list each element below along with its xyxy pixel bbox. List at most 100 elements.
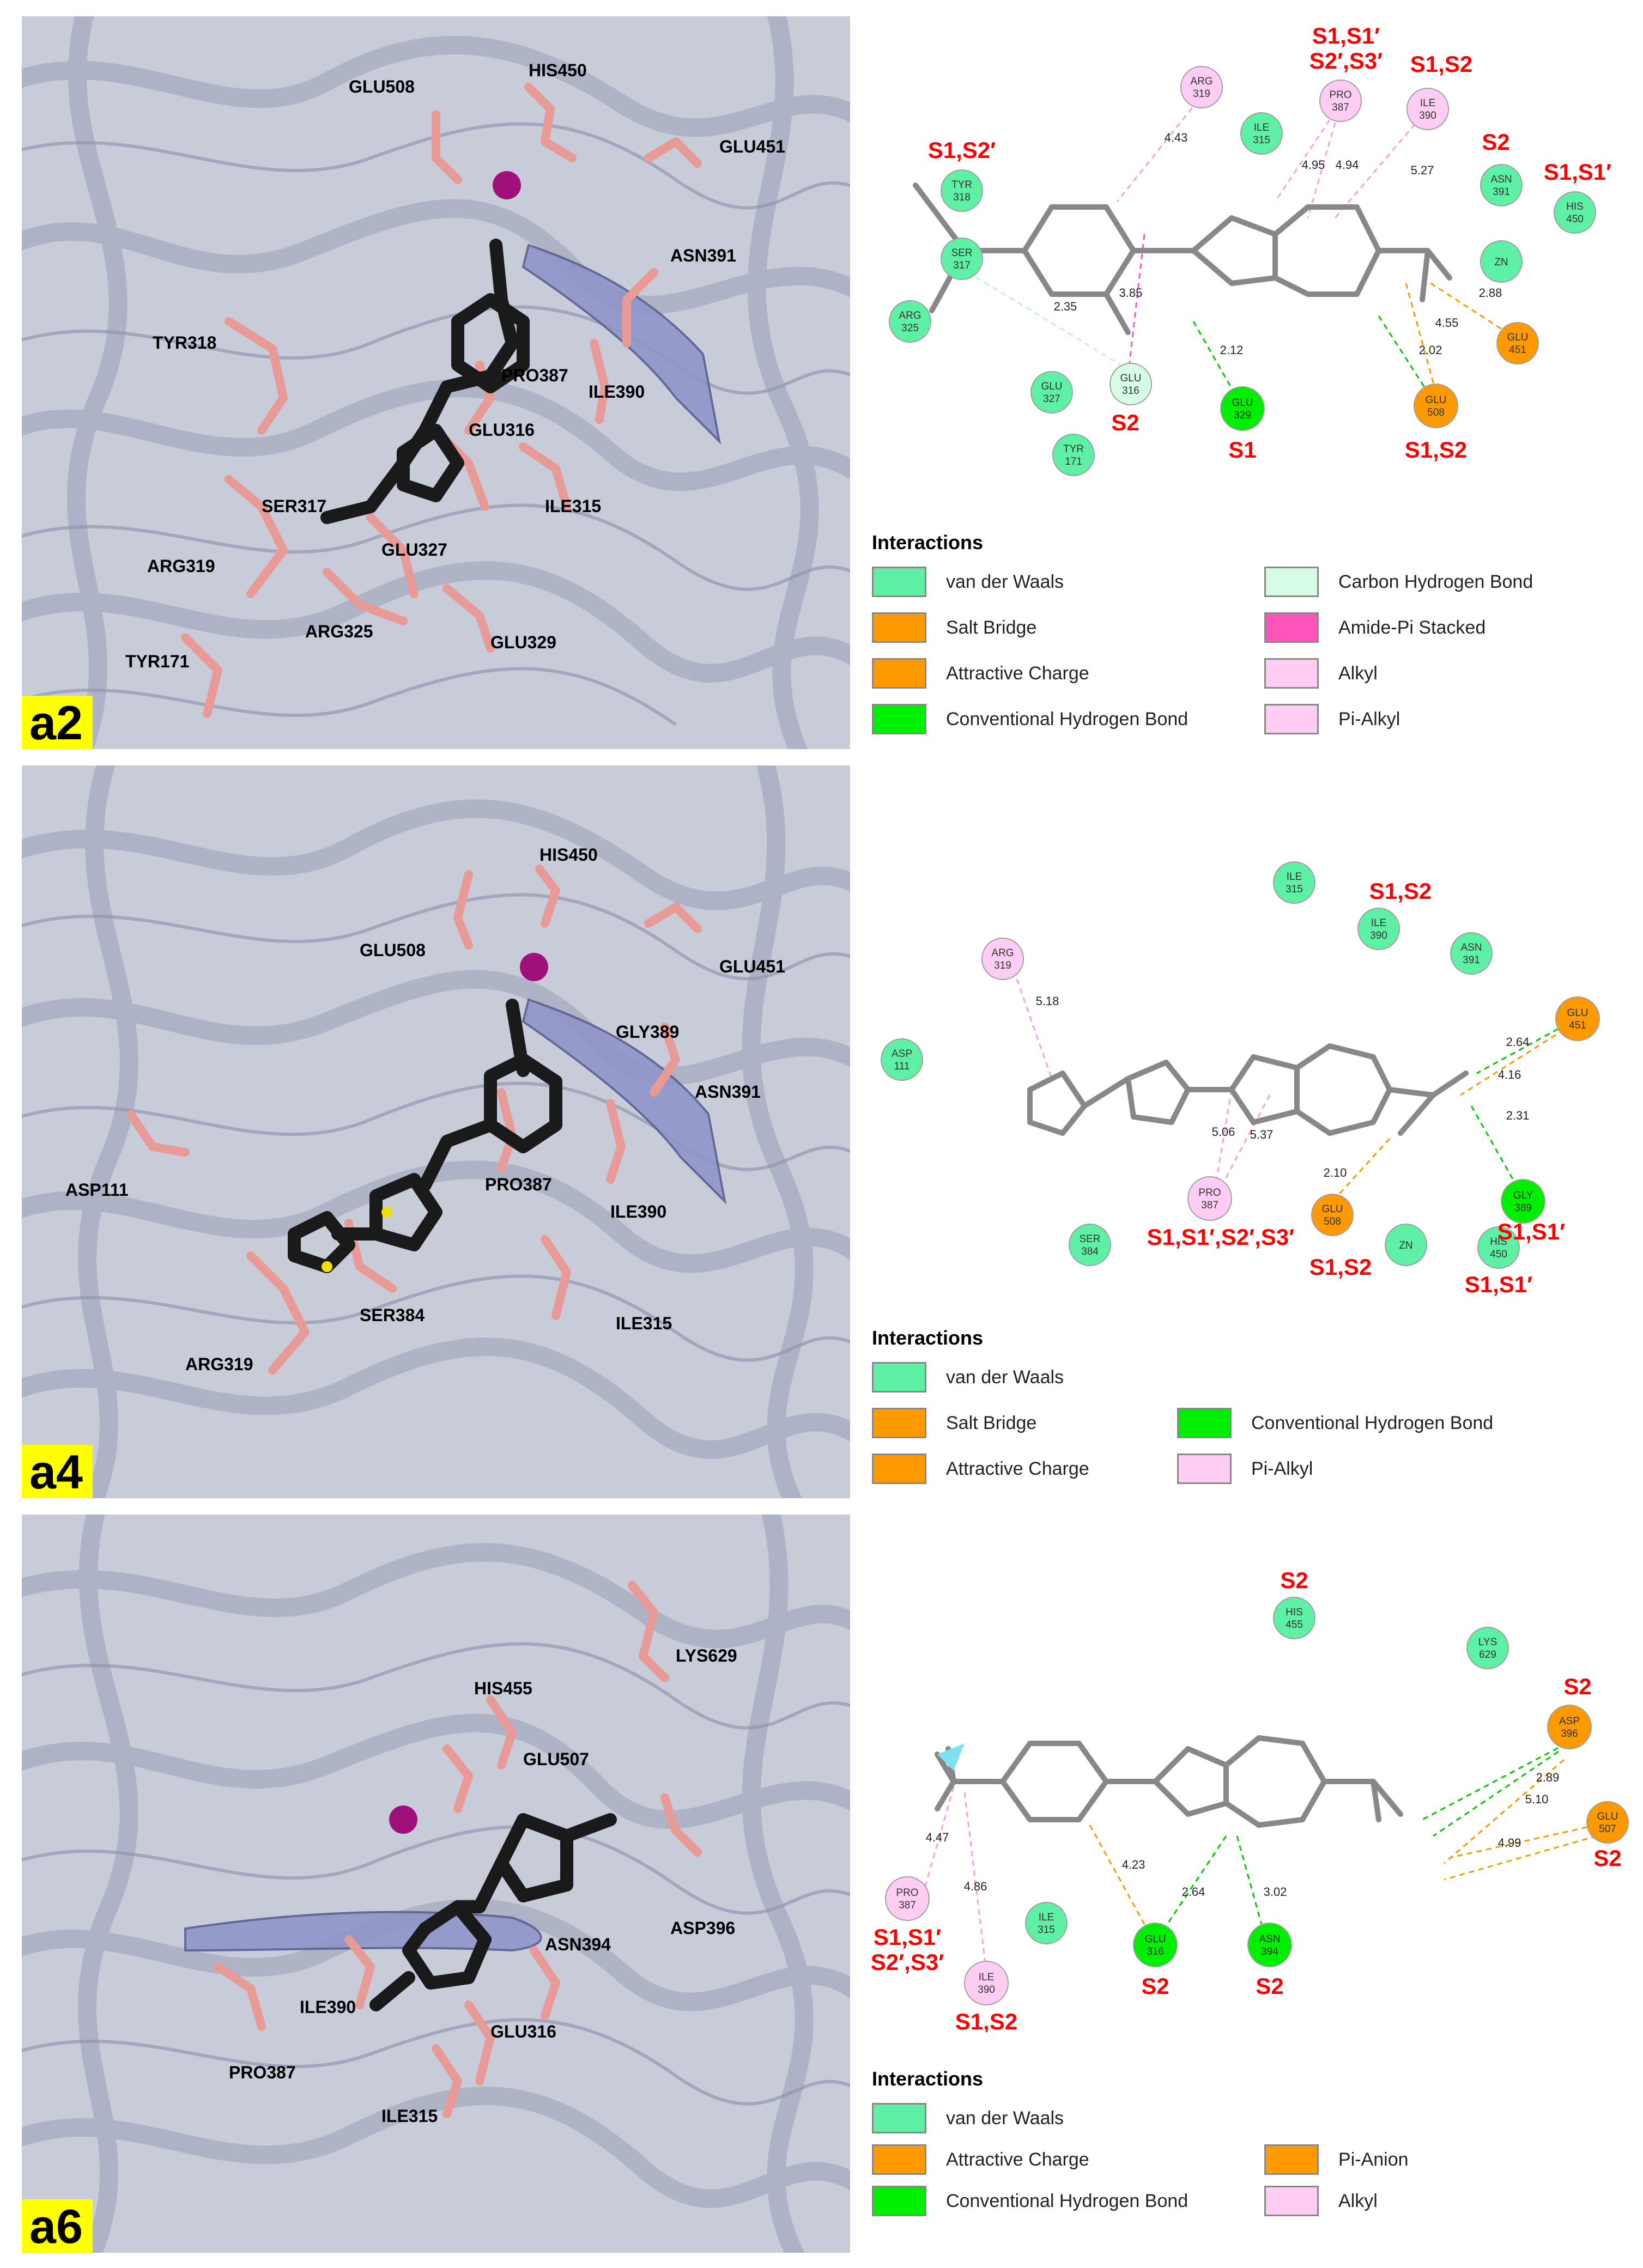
svg-text:455: 455 bbox=[1286, 1619, 1303, 1631]
svg-text:394: 394 bbox=[1261, 1946, 1278, 1957]
residue-label: PRO387 bbox=[485, 1175, 552, 1194]
svg-text:HIS: HIS bbox=[1490, 1236, 1507, 1248]
distance-label: 4.16 bbox=[1498, 1068, 1521, 1081]
legend-item: Alkyl bbox=[1264, 656, 1613, 690]
residue-node: ILE 390 bbox=[964, 1961, 1009, 2005]
metal-ion-sphere bbox=[389, 1805, 417, 1834]
subsite-label: S1,S2 bbox=[1309, 1254, 1372, 1280]
legend-label: Pi-Alkyl bbox=[1338, 708, 1401, 729]
svg-text:PRO: PRO bbox=[1329, 89, 1351, 101]
interaction-line bbox=[1378, 315, 1429, 393]
distance-label: 4.95 bbox=[1302, 158, 1325, 172]
legend-title: Interactions bbox=[872, 1327, 984, 1349]
panel-tag-a6: a6 bbox=[22, 2199, 93, 2253]
subsite-label: S2 bbox=[1141, 1973, 1169, 1999]
residue-label: GLU451 bbox=[719, 957, 785, 976]
legend-label: van der Waals bbox=[946, 571, 1064, 592]
residue-label: GLU329 bbox=[490, 633, 556, 652]
residue-node: ARG 325 bbox=[889, 300, 931, 343]
svg-text:ILE: ILE bbox=[1254, 122, 1270, 133]
distance-label: 2.89 bbox=[1536, 1771, 1560, 1784]
residue-node: ILE 390 bbox=[1357, 908, 1400, 950]
legend-swatch bbox=[872, 612, 926, 643]
ligand-a2 bbox=[320, 239, 530, 524]
legend-swatch bbox=[872, 2103, 926, 2133]
residue-label: GLY389 bbox=[616, 1022, 679, 1042]
svg-text:ILE: ILE bbox=[1420, 98, 1436, 109]
svg-text:PRO: PRO bbox=[1198, 1187, 1221, 1199]
legend-item: Pi-Alkyl bbox=[1177, 1452, 1526, 1486]
legend-spacer bbox=[1177, 1360, 1526, 1394]
legend-swatch bbox=[872, 1408, 926, 1438]
residue-node: ZN bbox=[1480, 240, 1523, 283]
legend-item: Conventional Hydrogen Bond bbox=[1177, 1406, 1526, 1440]
svg-text:629: 629 bbox=[1479, 1649, 1496, 1661]
residue-node: HIS 450 bbox=[1554, 191, 1596, 234]
residue-node: GLU 508 bbox=[1311, 1194, 1354, 1236]
distance-label: 2.64 bbox=[1182, 1885, 1205, 1899]
residue-label: ILE315 bbox=[381, 2106, 438, 2126]
legend-label: Salt Bridge bbox=[946, 617, 1037, 638]
residue-node: TYR 171 bbox=[1052, 434, 1095, 476]
residue-node: HIS 455 bbox=[1273, 1597, 1315, 1639]
residue-node: HIS 450 bbox=[1477, 1226, 1520, 1269]
residue-label: TYR318 bbox=[153, 333, 216, 352]
legend-swatch bbox=[1177, 1408, 1232, 1438]
residue-labels-a6: LYS629 HIS455 GLU507 ASN394 ASP396 ILE39… bbox=[229, 1646, 737, 2126]
distance-label: 4.99 bbox=[1498, 1836, 1521, 1850]
svg-text:316: 316 bbox=[1122, 385, 1139, 397]
subsite-label: S2 bbox=[1280, 1567, 1308, 1593]
residue-label: GLU327 bbox=[381, 540, 447, 560]
legend-swatch bbox=[1264, 2144, 1319, 2175]
svg-text:329: 329 bbox=[1234, 410, 1251, 421]
legend-item: van der Waals bbox=[872, 565, 1264, 599]
legend-label: Salt Bridge bbox=[946, 1412, 1037, 1433]
residue-label: ARG325 bbox=[305, 622, 373, 641]
interaction-line bbox=[1444, 1759, 1565, 1864]
residue-labels-a4: HIS450 GLU508 GLU451 GLY389 ASN391 PRO38… bbox=[65, 845, 785, 1374]
legend-a6: Interactions van der Waals Attractive Ch… bbox=[872, 2068, 1569, 2218]
residue-label: TYR171 bbox=[125, 652, 189, 671]
svg-text:GLU: GLU bbox=[1425, 394, 1446, 406]
interaction-diagram-a2: 4.43 4.95 4.94 5.27 2.35 3.85 2.12 2.88 … bbox=[856, 22, 1629, 490]
legend-swatch bbox=[1264, 612, 1319, 643]
residue-node: ASP 396 bbox=[1547, 1705, 1592, 1749]
legend-item: Pi-Alkyl bbox=[1264, 702, 1613, 736]
residue-node: ILE 390 bbox=[1406, 88, 1449, 130]
interaction-line bbox=[1476, 1023, 1567, 1074]
ligand-a6 bbox=[369, 1813, 617, 2011]
residue-node: SER 317 bbox=[941, 238, 983, 280]
residue-label: PRO387 bbox=[229, 2063, 296, 2082]
svg-text:390: 390 bbox=[1370, 930, 1387, 941]
interaction-line bbox=[920, 1786, 955, 1902]
distance-label: 4.47 bbox=[926, 1831, 949, 1844]
residue-label: ILE315 bbox=[545, 496, 601, 516]
interaction-line bbox=[1422, 277, 1507, 333]
protein-render-a6: LYS629 HIS455 GLU507 ASN394 ASP396 ILE39… bbox=[22, 1515, 850, 2253]
residue-node: ARG 319 bbox=[981, 938, 1024, 980]
residue-node: GLU 451 bbox=[1496, 322, 1539, 364]
svg-text:GLU: GLU bbox=[1120, 373, 1141, 384]
svg-text:GLY: GLY bbox=[1513, 1190, 1533, 1201]
legend-item: Salt Bridge bbox=[872, 611, 1264, 644]
svg-text:318: 318 bbox=[953, 192, 971, 203]
interaction-line bbox=[1127, 234, 1145, 376]
legend-swatch bbox=[1264, 658, 1319, 689]
residue-node: ASN 391 bbox=[1480, 164, 1523, 206]
distance-label: 2.88 bbox=[1479, 286, 1502, 300]
svg-text:384: 384 bbox=[1081, 1246, 1099, 1257]
interaction-line bbox=[1307, 103, 1342, 218]
residue-label: ASP111 bbox=[65, 1180, 129, 1200]
distance-label: 4.43 bbox=[1165, 131, 1188, 144]
svg-text:390: 390 bbox=[1419, 110, 1436, 121]
metal-ion-sphere bbox=[520, 953, 548, 981]
interaction-line bbox=[1160, 1835, 1227, 1935]
residue-label: ASN391 bbox=[670, 246, 736, 265]
legend-swatch bbox=[1264, 2186, 1319, 2216]
legend-item: Amide-Pi Stacked bbox=[1264, 611, 1613, 644]
subsite-label: S2 bbox=[1563, 1674, 1591, 1699]
panel-tag-a2: a2 bbox=[22, 696, 93, 749]
legend-label: Attractive Charge bbox=[946, 1458, 1089, 1479]
svg-text:389: 389 bbox=[1514, 1202, 1532, 1214]
legend-label: Attractive Charge bbox=[946, 2149, 1089, 2170]
